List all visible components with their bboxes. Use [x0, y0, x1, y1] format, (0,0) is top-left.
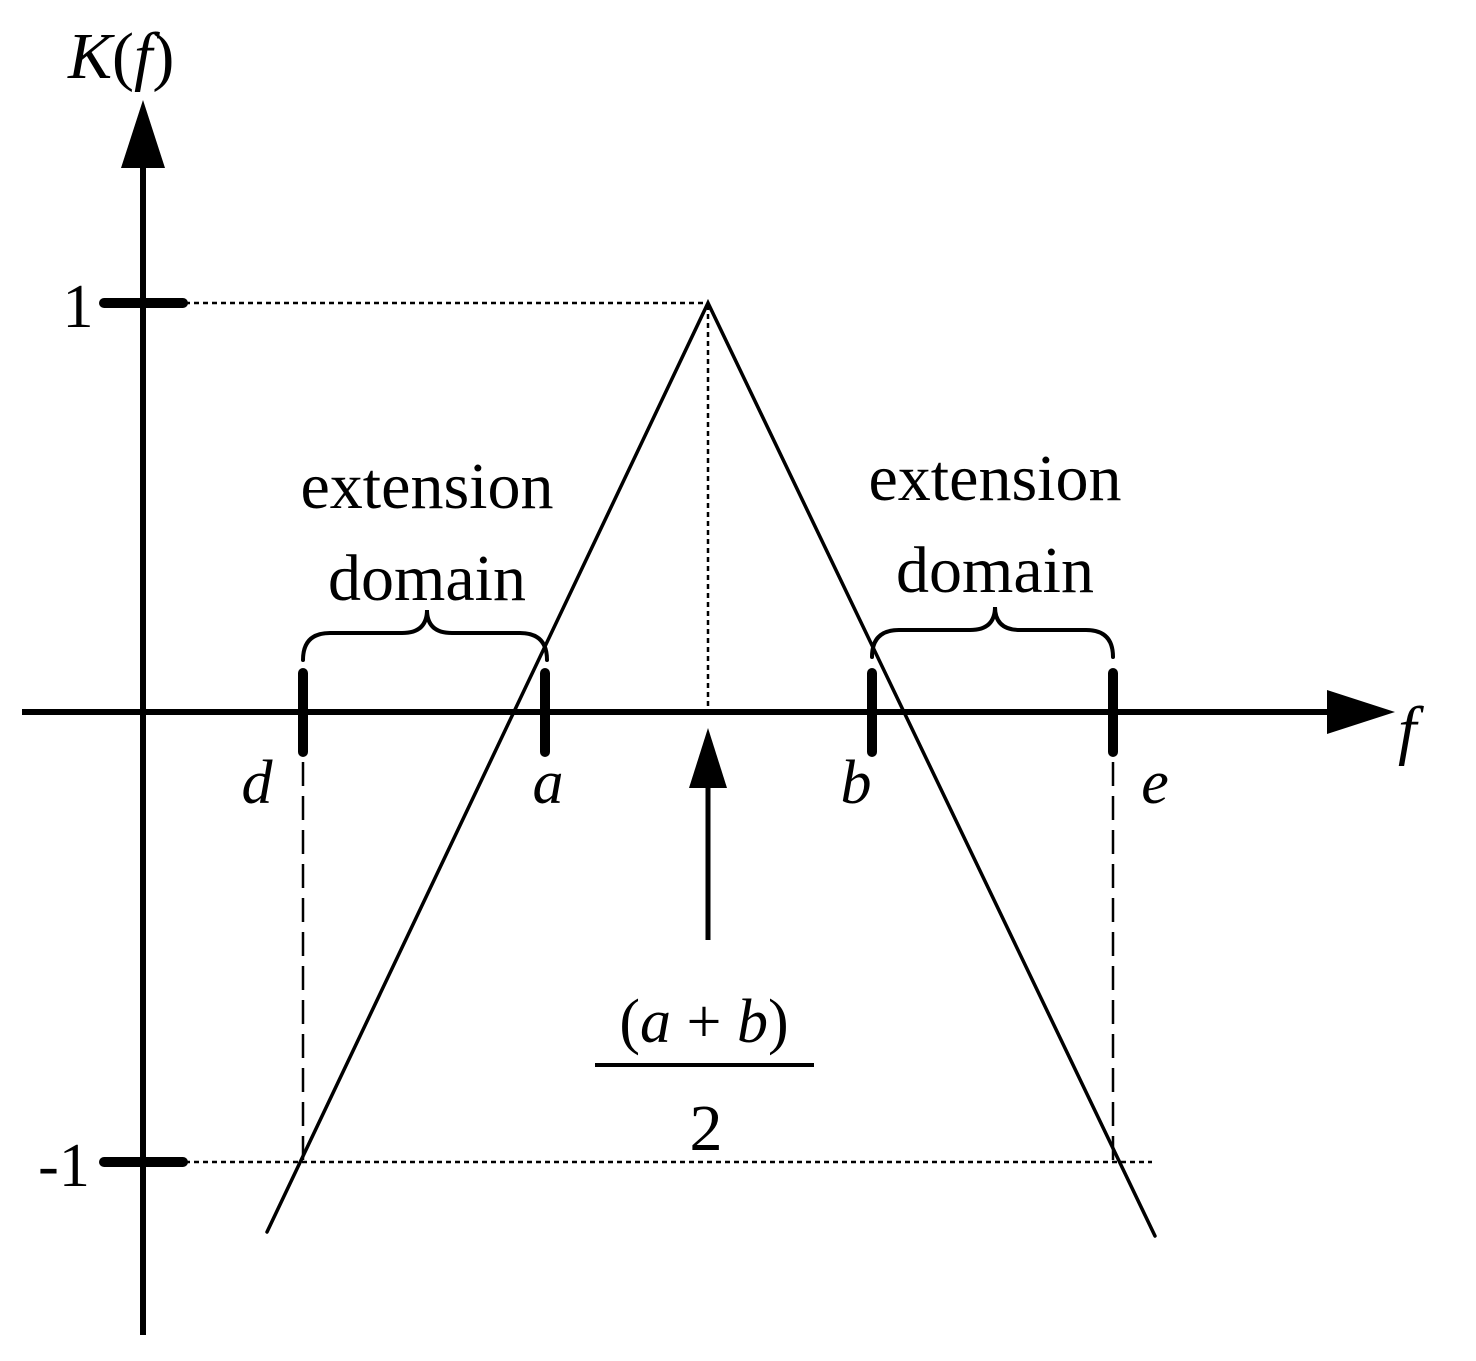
- x-tick-label-b: b: [841, 749, 872, 817]
- y-tick-label-neg1: -1: [38, 1132, 90, 1200]
- x-tick-label-e: e: [1141, 749, 1169, 817]
- midpoint-numerator: (a + b): [619, 988, 788, 1056]
- x-tick-label-a: a: [533, 749, 564, 817]
- y-axis-arrowhead: [121, 100, 165, 168]
- left-domain-line1: extension: [301, 450, 554, 523]
- x-tick-label-d: d: [242, 749, 274, 817]
- right-extension-brace: [870, 606, 1115, 659]
- right-domain-line1: extension: [869, 442, 1122, 515]
- y-tick-label-1: 1: [63, 273, 94, 341]
- x-axis-arrowhead: [1327, 690, 1395, 734]
- midpoint-denominator: 2: [690, 1092, 723, 1165]
- midpoint-arrowhead: [689, 728, 727, 788]
- x-axis-label: f: [1398, 694, 1424, 767]
- k-function-curve: [265, 298, 1157, 1238]
- right-domain-line2: domain: [896, 534, 1094, 607]
- left-domain-line2: domain: [328, 542, 526, 615]
- y-axis-label: K(f): [67, 20, 174, 93]
- left-extension-brace: [301, 609, 549, 662]
